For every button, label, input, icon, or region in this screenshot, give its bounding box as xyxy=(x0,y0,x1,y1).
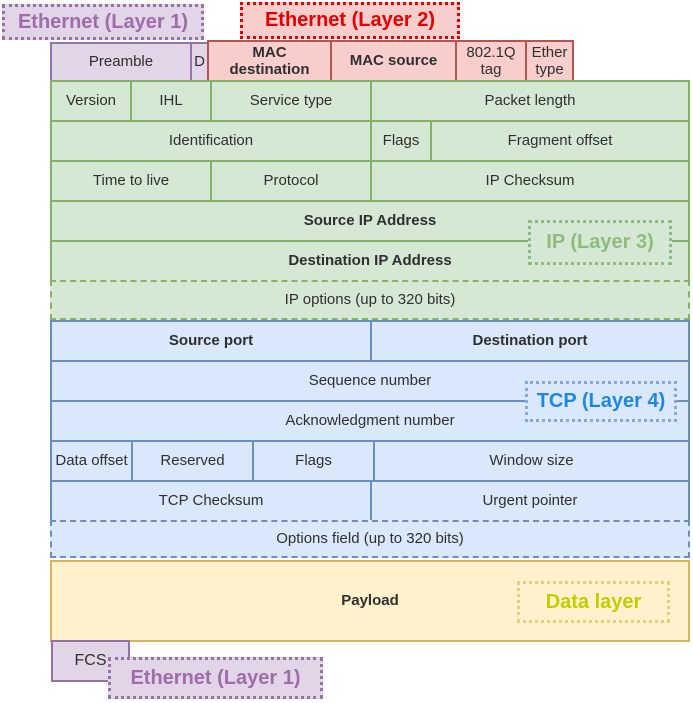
cell-ip-protocol: Protocol xyxy=(210,160,372,202)
cell-tcp-window-size: Window size xyxy=(373,440,690,482)
label-data-layer: Data layer xyxy=(517,581,670,623)
cell-ip-packet-length: Packet length xyxy=(370,80,690,122)
cell-ip-fragment-offset: Fragment offset xyxy=(430,120,690,162)
cell-tcp-source-port: Source port xyxy=(50,320,372,362)
label-ethernet-layer1-top: Ethernet (Layer 1) xyxy=(2,4,204,40)
cell-ether-type: Ether type xyxy=(525,40,574,82)
label-tcp-layer4: TCP (Layer 4) xyxy=(525,381,677,422)
cell-ip-service-type: Service type xyxy=(210,80,372,122)
cell-mac-destination: MAC destination xyxy=(207,40,332,82)
cell-tcp-destination-port: Destination port xyxy=(370,320,690,362)
cell-ip-version: Version xyxy=(50,80,132,122)
cell-ip-options: IP options (up to 320 bits) xyxy=(50,280,690,320)
label-ip-layer3: IP (Layer 3) xyxy=(528,220,672,265)
cell-ip-checksum: IP Checksum xyxy=(370,160,690,202)
cell-fcs: FCS xyxy=(51,640,130,682)
cell-mac-source: MAC source xyxy=(330,40,457,82)
cell-ip-flags: Flags xyxy=(370,120,432,162)
label-ethernet-layer1-bottom: Ethernet (Layer 1) xyxy=(108,657,323,699)
cell-tcp-reserved: Reserved xyxy=(131,440,254,482)
cell-tcp-flags: Flags xyxy=(252,440,375,482)
cell-ip-ihl: IHL xyxy=(130,80,212,122)
cell-tcp-urgent-pointer: Urgent pointer xyxy=(370,480,690,522)
cell-tcp-options-field: Options field (up to 320 bits) xyxy=(50,520,690,558)
cell-8021q-tag: 802.1Q tag xyxy=(455,40,527,82)
cell-preamble: Preamble xyxy=(50,42,192,82)
cell-ip-time-to-live: Time to live xyxy=(50,160,212,202)
cell-tcp-checksum: TCP Checksum xyxy=(50,480,372,522)
cell-tcp-data-offset: Data offset xyxy=(50,440,133,482)
cell-ip-identification: Identification xyxy=(50,120,372,162)
label-ethernet-layer2: Ethernet (Layer 2) xyxy=(240,2,460,39)
